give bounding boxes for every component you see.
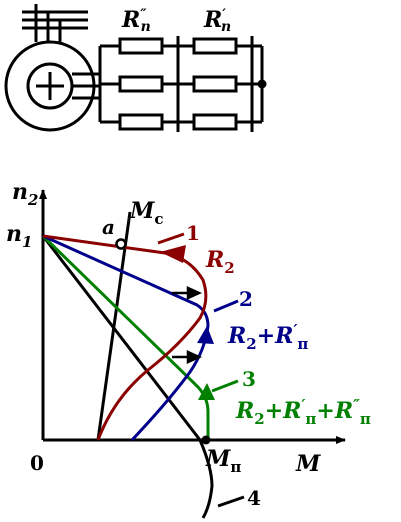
curve-1-arrow <box>160 245 186 263</box>
resistor-rp1-2 <box>192 75 238 93</box>
point-a-label: a <box>102 215 115 239</box>
curve-4 <box>41 235 214 519</box>
curve-2 <box>42 234 210 442</box>
origin-label: 0 <box>30 451 44 475</box>
mc-label: Mc <box>129 198 164 228</box>
curve-1-number: 1 <box>186 221 200 245</box>
curve-3-number: 3 <box>242 367 256 391</box>
supply-taps <box>34 4 62 42</box>
transition-arrows <box>172 286 203 364</box>
curve-4-number: 4 <box>247 486 261 510</box>
n1-label: n1 <box>6 221 32 251</box>
y-axis-label: n2 <box>12 179 38 209</box>
curve-1 <box>42 234 208 441</box>
curve-2-arrow <box>197 326 214 344</box>
point-a <box>115 238 127 250</box>
resistor-bottom-label: R′п <box>203 7 231 35</box>
resistor-rp1-3 <box>192 113 238 131</box>
graph-axes <box>39 189 346 444</box>
resistor-top-label: R″п <box>121 7 151 35</box>
mp-label: Mп <box>205 446 241 476</box>
resistor-rp2-3 <box>118 113 164 131</box>
rotor-plus-symbol <box>36 72 64 100</box>
motor-schematic <box>4 4 267 132</box>
curve-2-label: R2+R′п <box>227 321 308 353</box>
resistor-rp1-1 <box>192 37 238 55</box>
x-axis-label: M <box>295 451 321 477</box>
rotor-leads <box>72 72 100 100</box>
curve-3-label: R2+R′п+R″п <box>235 396 371 428</box>
resistor-rows <box>100 36 264 132</box>
curve-pointers <box>157 232 245 508</box>
curve-3-arrow <box>198 383 215 400</box>
resistor-rp2-2 <box>118 75 164 93</box>
supply-lines <box>22 10 88 30</box>
resistor-rp2-1 <box>118 37 164 55</box>
star-node <box>257 79 267 89</box>
point-mp <box>201 435 211 445</box>
curve-2-number: 2 <box>239 287 253 311</box>
curve-1-label: R2 <box>205 247 235 277</box>
